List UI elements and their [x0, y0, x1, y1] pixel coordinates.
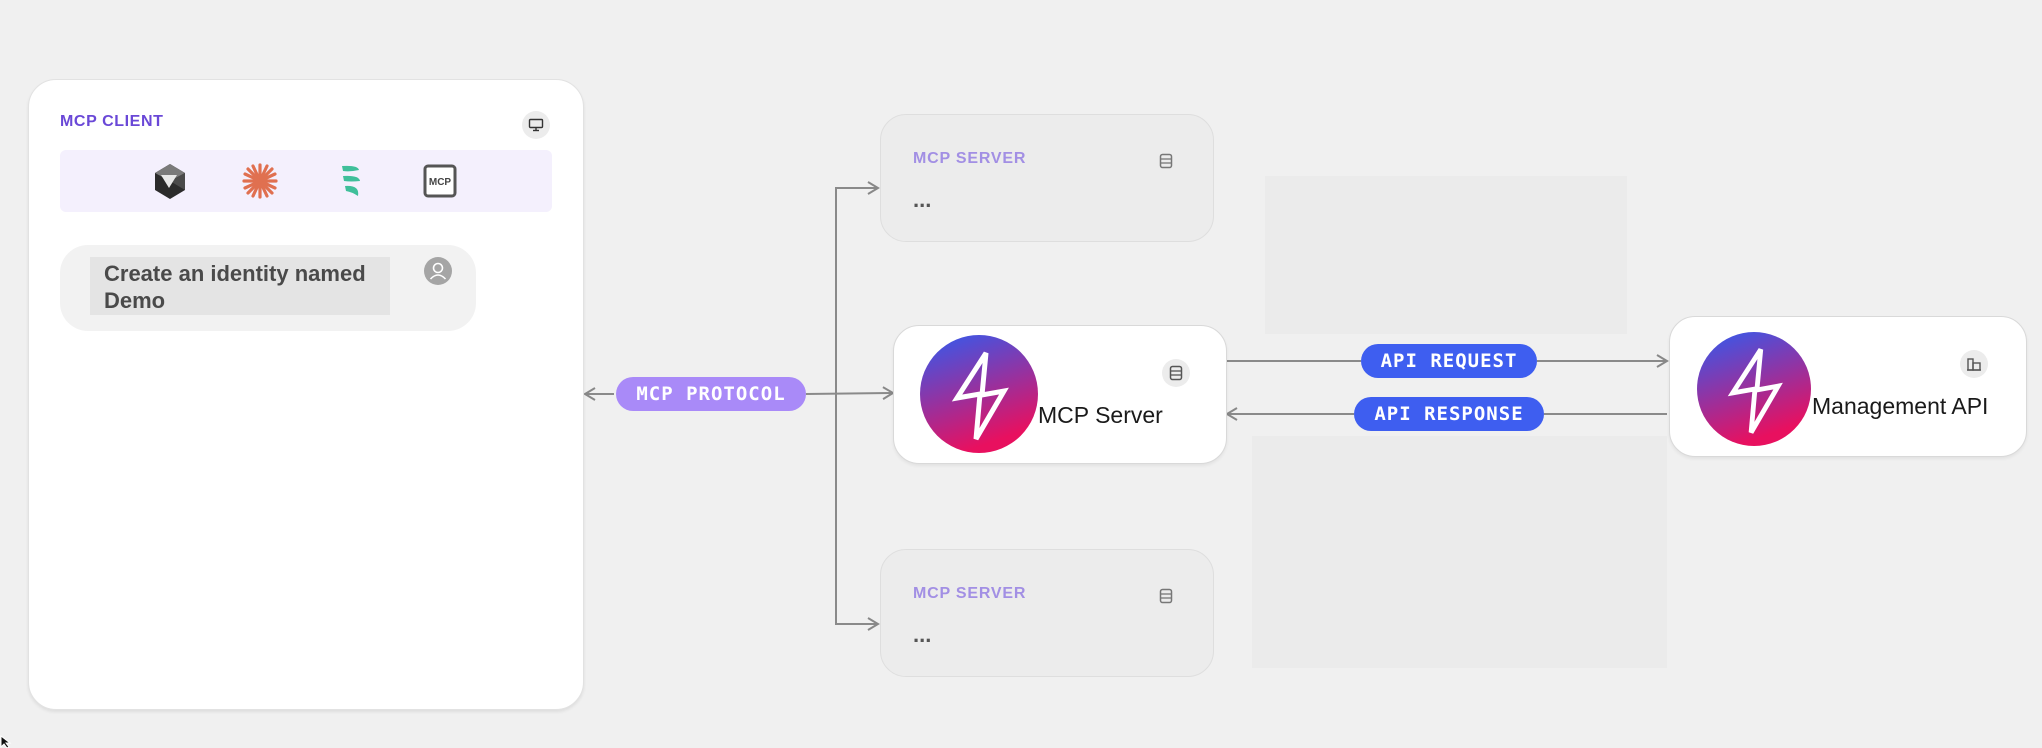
mcp-server-label: MCP Server: [1038, 402, 1163, 428]
lightning-logo-icon: [1697, 332, 1811, 451]
user-avatar-icon: [424, 257, 452, 285]
database-icon: [1159, 153, 1173, 174]
mcp-server-card-main: MCP Server: [893, 325, 1227, 464]
client-caption: MCP CLIENT: [60, 113, 164, 130]
mcp-server-card-bottom: MCP SERVER ...: [880, 549, 1214, 677]
monitor-icon: [522, 111, 550, 139]
mouse-pointer-icon: [0, 735, 12, 748]
api-response-pill: API RESPONSE: [1354, 397, 1544, 431]
mcp-icon[interactable]: MCP: [420, 161, 460, 201]
background-panel-lower: [1252, 436, 1667, 668]
mcp-icon-label: MCP: [429, 177, 452, 188]
windsurf-icon[interactable]: [330, 161, 370, 201]
mcp-protocol-pill: MCP PROTOCOL: [616, 377, 806, 411]
mcp-client-panel: MCP CLIENT MCP Create an identity named …: [28, 79, 584, 710]
background-panel-upper: [1265, 176, 1627, 334]
management-api-label: Management API: [1812, 393, 1989, 419]
server-caption: MCP SERVER: [913, 150, 1027, 167]
mcp-server-card-top: MCP SERVER ...: [880, 114, 1214, 242]
protocol-line-right: [805, 386, 895, 400]
database-icon: [1162, 359, 1190, 387]
chat-prompt-text: Create an identity named Demo: [90, 257, 390, 315]
chat-message-bubble: Create an identity named Demo: [60, 245, 476, 331]
api-request-pill: API REQUEST: [1361, 344, 1537, 378]
branch-bottom: [835, 392, 880, 631]
cursor-icon[interactable]: [150, 161, 190, 201]
server-ellipsis: ...: [913, 622, 932, 647]
server-caption: MCP SERVER: [913, 585, 1027, 602]
server-ellipsis: ...: [913, 187, 932, 212]
database-icon: [1159, 588, 1173, 609]
lightning-logo-icon: [920, 335, 1038, 458]
management-api-card: Management API: [1669, 316, 2027, 457]
building-icon: [1960, 350, 1988, 378]
branch-top: [835, 181, 880, 392]
claude-icon[interactable]: [240, 161, 280, 201]
client-app-tray: MCP: [60, 150, 552, 212]
